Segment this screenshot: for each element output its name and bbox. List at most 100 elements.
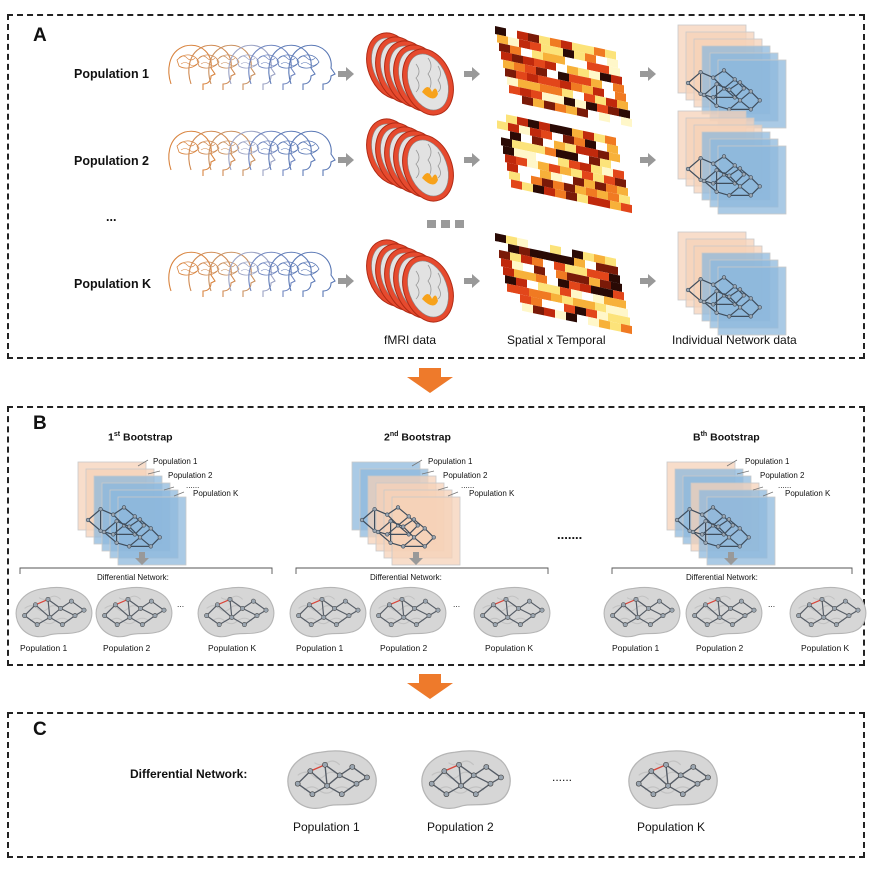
- row-label-population-1: Population 1: [74, 67, 149, 81]
- bs1-brain-2: [95, 587, 173, 638]
- bs1-stack-label-dots: ......: [186, 481, 200, 490]
- panel-c-label: C: [33, 719, 47, 740]
- bs1-brain-dots: ...: [177, 599, 185, 609]
- panel-c-brain-1: [287, 750, 377, 809]
- bs2-brace: [295, 567, 549, 574]
- bs2-label-brackets: [411, 459, 459, 497]
- ellipsis-square-1: [427, 220, 436, 228]
- fmri-stack-row-2: [366, 118, 454, 202]
- bootstrap-2-title: 2nd Bootstrap: [384, 431, 451, 444]
- arrow-matrix-to-network-row-2: [640, 153, 656, 167]
- bootstrap-b-title: Bth Bootstrap: [693, 431, 760, 444]
- heads-row-1: [168, 44, 336, 90]
- bsb-network-stack: [666, 461, 776, 566]
- bsb-stack-label-2: Population 2: [760, 471, 805, 480]
- bs2-diff-label: Differential Network:: [370, 573, 442, 582]
- fmri-stack-row-3: [366, 239, 454, 323]
- bs1-brain-1: [15, 587, 93, 638]
- bsb-brain-1: [603, 587, 681, 638]
- panel-c-dots: ......: [552, 770, 573, 784]
- row-label-population-2: Population 2: [74, 154, 149, 168]
- bs2-brain-2: [369, 587, 447, 638]
- fmri-stack-row-1: [366, 32, 454, 116]
- ellipsis-square-2: [441, 220, 450, 228]
- bsb-down-arrow: [724, 552, 738, 565]
- panel-b-frame: [7, 406, 865, 666]
- bs2-brain-label-k: Population K: [485, 643, 534, 653]
- bs1-label-brackets: [137, 459, 185, 497]
- bs1-network-stack: [77, 461, 187, 566]
- bsb-brain-label-k: Population K: [801, 643, 850, 653]
- network-stack-row-3: [677, 231, 787, 336]
- row-ellipsis: ...: [106, 210, 117, 224]
- bs2-brain-label-1: Population 1: [296, 643, 344, 653]
- bs2-stack-label-k: Population K: [469, 489, 515, 498]
- network-stack-row-1: [677, 24, 787, 129]
- bs2-brain-label-2: Population 2: [380, 643, 428, 653]
- bs1-brace: [19, 567, 273, 574]
- bs2-brain-3: [473, 587, 551, 638]
- bsb-brain-3: [789, 587, 867, 638]
- arrow-heads-to-fmri-row-2: [338, 153, 354, 167]
- arrow-a-to-b: [407, 368, 453, 393]
- bs1-down-arrow: [135, 552, 149, 565]
- bs2-down-arrow: [409, 552, 423, 565]
- arrow-heads-to-fmri-row-1: [338, 67, 354, 81]
- arrow-fmri-to-matrix-row-3: [464, 274, 480, 288]
- spatial-temporal-matrix-row-3: [495, 233, 632, 335]
- bs1-brain-label-1: Population 1: [20, 643, 68, 653]
- row-label-population-k: Population K: [74, 277, 152, 291]
- bs1-stack-label-k: Population K: [193, 489, 239, 498]
- bsb-brain-label-2: Population 2: [696, 643, 744, 653]
- arrow-matrix-to-network-row-3: [640, 274, 656, 288]
- spatial-temporal-matrix-row-2: [495, 112, 632, 214]
- bs1-brain-label-2: Population 2: [103, 643, 151, 653]
- bs1-stack-label-1: Population 1: [153, 457, 198, 466]
- panel-c-brain-k: [628, 750, 718, 809]
- bootstrap-1-title: 1st Bootstrap: [108, 431, 173, 444]
- arrow-fmri-to-matrix-row-2: [464, 153, 480, 167]
- bs2-stack-label-dots: ......: [461, 481, 475, 490]
- panel-c-brain-2: [421, 750, 511, 809]
- panel-b-label: B: [33, 413, 47, 434]
- bsb-diff-label: Differential Network:: [686, 573, 758, 582]
- bs2-stack-label-1: Population 1: [428, 457, 473, 466]
- column-label-spatial-temporal: Spatial x Temporal: [507, 333, 606, 347]
- bs1-brain-3: [197, 587, 275, 638]
- bs2-brain-dots: ...: [453, 599, 461, 609]
- network-stack-row-2: [677, 110, 787, 215]
- spatial-temporal-matrix-row-1: [495, 26, 632, 128]
- ellipsis-square-3: [455, 220, 464, 228]
- bsb-brain-dots: ...: [768, 599, 776, 609]
- bs2-network-stack: [351, 461, 461, 566]
- bs1-stack-label-2: Population 2: [168, 471, 213, 480]
- heads-row-3: [168, 251, 336, 297]
- arrow-matrix-to-network-row-1: [640, 67, 656, 81]
- arrow-fmri-to-matrix-row-1: [464, 67, 480, 81]
- panel-a-frame: [7, 14, 865, 359]
- bs2-stack-label-2: Population 2: [443, 471, 488, 480]
- bsb-brain-2: [685, 587, 763, 638]
- bs2-brain-1: [289, 587, 367, 638]
- bs1-brain-label-k: Population K: [208, 643, 257, 653]
- column-label-network-data: Individual Network data: [672, 333, 797, 347]
- panel-a-label: A: [33, 25, 47, 46]
- bs1-diff-label: Differential Network:: [97, 573, 169, 582]
- bsb-stack-label-1: Population 1: [745, 457, 790, 466]
- bsb-stack-label-dots: ......: [778, 481, 792, 490]
- arrow-heads-to-fmri-row-3: [338, 274, 354, 288]
- arrow-b-to-c: [407, 674, 453, 699]
- bsb-brace: [611, 567, 853, 574]
- panel-c-label-population-k: Population K: [637, 820, 706, 834]
- panel-c-label-population-2: Population 2: [427, 820, 494, 834]
- between-bootstrap-dots: .......: [557, 527, 583, 542]
- bsb-brain-label-1: Population 1: [612, 643, 660, 653]
- heads-row-2: [168, 130, 336, 176]
- bsb-stack-label-k: Population K: [785, 489, 831, 498]
- panel-c-diff-label: Differential Network:: [130, 767, 248, 781]
- column-label-fmri: fMRI data: [384, 333, 437, 347]
- panel-c-frame: [7, 712, 865, 858]
- bsb-label-brackets: [726, 459, 774, 497]
- panel-c-label-population-1: Population 1: [293, 820, 360, 834]
